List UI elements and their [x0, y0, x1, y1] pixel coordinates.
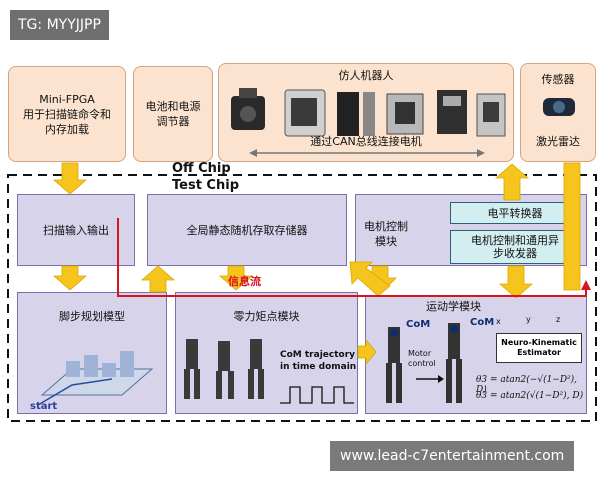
zmp-label: 零力矩点模块: [233, 310, 300, 323]
mini-fpga-box: Mini-FPGA 用于扫描链命令和 内存加载: [8, 66, 126, 162]
sensor-title: 传感器: [541, 73, 575, 86]
arrow-transceiver-to-kin: [498, 265, 534, 299]
arrow-footstep-to-sram: [140, 265, 176, 293]
sram-label: 全局静态随机存取存储器: [186, 223, 308, 237]
motor-image-6: [476, 93, 506, 137]
arrow-zmp-to-kin: [357, 338, 377, 366]
humanoid-robot-box: 仿人机器人 通过CAN总线连接电机: [218, 63, 514, 162]
lidar-label: 激光雷达: [536, 135, 580, 148]
com-trajectory-label: CoM trajectory in time domain: [280, 350, 357, 372]
kinematics-box: 运动学模块 CoM CoM Motor control x y z Neuro-…: [365, 296, 587, 414]
footstep-planning-box: 脚步规划模型 start: [17, 292, 167, 414]
watermark-top: TG: MYYJJPP: [10, 10, 109, 40]
battery-label: 电池和电源 调节器: [145, 100, 201, 128]
axis-y-label: y: [526, 315, 531, 324]
motor-image-5: [437, 90, 467, 134]
transceiver-label: 电机控制和通用异 步收发器: [471, 234, 559, 260]
zmp-box: 零力矩点模块 CoM trajectory in time domain: [175, 292, 358, 414]
motor-image-2: [284, 89, 326, 137]
kinematics-label: 运动学模块: [426, 300, 481, 313]
com-trajectory-waveform: [280, 386, 354, 404]
scan-io-box: 扫描输入输出: [17, 194, 135, 266]
can-bus-label: 通过CAN总线连接电机: [310, 135, 422, 148]
neuro-kinematic-estimator: Neuro-Kinematic Estimator: [496, 333, 582, 363]
sensor-box: 传感器 激光雷达: [520, 63, 596, 162]
footstep-start-label: start: [30, 401, 58, 412]
motor-image-4: [386, 93, 424, 135]
motor-control-label: Motor control: [408, 349, 436, 368]
robot-walk-image: [184, 339, 264, 399]
arrow-fpga-to-scan: [52, 162, 88, 195]
com-label-2: CoM: [470, 317, 495, 328]
lidar-image: [543, 98, 575, 116]
battery-box: 电池和电源 调节器: [133, 66, 213, 162]
watermark-bottom: www.lead-c7entertainment.com: [330, 441, 575, 471]
motor-control-module-label: 电机控制 模块: [364, 220, 408, 248]
off-chip-label: Off Chip: [172, 161, 231, 176]
com-label-1: CoM: [406, 319, 431, 330]
footstep-grid-image: [37, 351, 154, 406]
arrow-scan-to-footstep: [52, 265, 88, 291]
sram-box: 全局静态随机存取存储器: [147, 194, 347, 266]
arrow-lidar-down: [563, 162, 581, 291]
mini-fpga-label: Mini-FPGA 用于扫描链命令和 内存加载: [23, 92, 111, 136]
can-bus-arrow: [249, 149, 485, 157]
scan-io-label: 扫描输入输出: [43, 223, 109, 237]
test-chip-label: Test Chip: [172, 178, 239, 193]
humanoid-robot-title: 仿人机器人: [338, 69, 394, 82]
axis-z-label: z: [556, 315, 561, 324]
equation-1: θ3 = atan2(−√(1−D²), D): [476, 375, 578, 395]
info-flow-line: [117, 218, 587, 297]
motor-image-1: [231, 88, 265, 130]
arrow-kin-to-motor: [349, 261, 391, 297]
level-shifter-box: 电平转换器: [450, 202, 580, 224]
arrow-shifter-to-robot: [494, 163, 530, 201]
transceiver-box: 电机控制和通用异 步收发器: [450, 230, 580, 264]
equation-2: θ3 = atan2(√(1−D²), D): [476, 391, 584, 401]
axis-x-label: x: [496, 317, 501, 326]
info-flow-label: 信息流: [228, 275, 261, 288]
motor-images: [231, 88, 506, 137]
level-shifter-label: 电平转换器: [487, 206, 543, 220]
footstep-planning-label: 脚步规划模型: [59, 310, 125, 323]
motor-image-3: [337, 92, 375, 136]
arrow-sram-to-zmp: [218, 265, 254, 291]
kinematics-robot-image: [386, 323, 462, 403]
